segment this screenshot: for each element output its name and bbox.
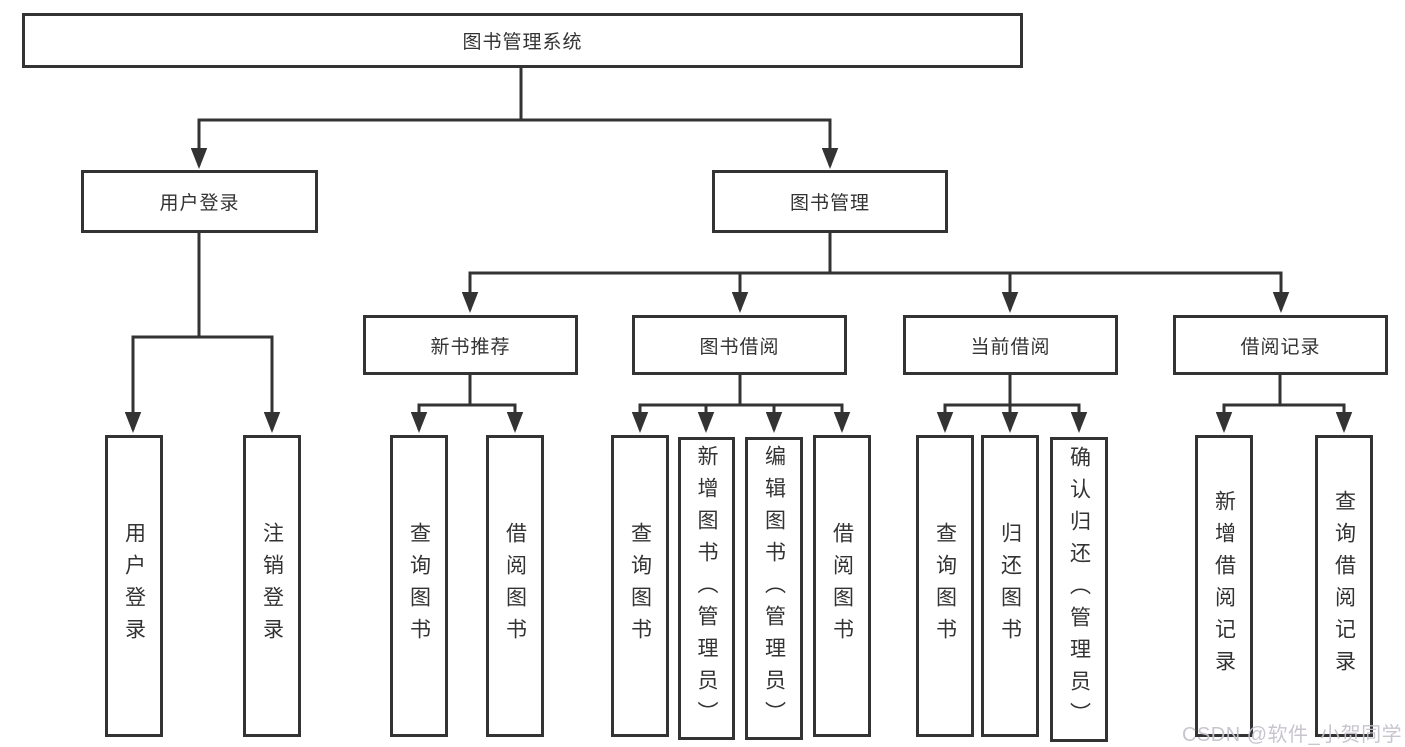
leaf-query-borrow-record-label: 查询借阅记录 — [1332, 490, 1356, 682]
leaf-user-login: 用户登录 — [105, 435, 163, 737]
node-current-borrowing: 当前借阅 — [903, 315, 1118, 375]
leaf-user-login-label: 用户登录 — [122, 522, 146, 650]
leaf-return-books-label: 归还图书 — [998, 522, 1022, 650]
leaf-query-borrow-record: 查询借阅记录 — [1315, 435, 1373, 737]
leaf-add-book-admin: 新增图书（管理员） — [678, 437, 735, 740]
node-book-borrowing-label: 图书借阅 — [699, 336, 780, 358]
leaf-borrow-books-borrow-label: 借阅图书 — [830, 522, 854, 650]
leaf-add-book-admin-label: 新增图书（管理员） — [695, 444, 718, 733]
leaf-add-borrow-record: 新增借阅记录 — [1195, 435, 1253, 737]
leaf-query-books-current: 查询图书 — [916, 435, 974, 737]
node-user-login-label: 用户登录 — [159, 193, 240, 214]
node-new-book-recommendation-label: 新书推荐 — [430, 336, 511, 358]
leaf-borrow-books-recommend-label: 借阅图书 — [503, 522, 527, 650]
node-root: 图书管理系统 — [22, 13, 1023, 68]
leaf-query-books-recommend: 查询图书 — [390, 435, 448, 737]
leaf-borrow-books-recommend: 借阅图书 — [486, 435, 544, 737]
leaf-query-books-borrow-label: 查询图书 — [628, 522, 652, 650]
node-book-borrowing: 图书借阅 — [632, 315, 847, 375]
node-current-borrowing-label: 当前借阅 — [970, 336, 1051, 358]
leaf-confirm-return-admin-label: 确认归还（管理员） — [1067, 445, 1091, 734]
node-new-book-recommendation: 新书推荐 — [363, 315, 578, 375]
node-book-management-label: 图书管理 — [789, 193, 870, 214]
leaf-query-books-current-label: 查询图书 — [933, 522, 957, 650]
leaf-add-borrow-record-label: 新增借阅记录 — [1212, 490, 1236, 682]
leaf-return-books: 归还图书 — [981, 435, 1039, 737]
leaf-logout: 注销登录 — [243, 435, 301, 737]
leaf-logout-label: 注销登录 — [260, 522, 284, 650]
leaf-edit-book-admin-label: 编辑图书（管理员） — [762, 444, 786, 733]
csdn-watermark: CSDN @软件_小贺同学 — [1182, 724, 1403, 746]
node-root-label: 图书管理系统 — [462, 32, 583, 53]
node-borrowing-records: 借阅记录 — [1173, 315, 1388, 375]
leaf-confirm-return-admin: 确认归还（管理员） — [1050, 437, 1108, 742]
node-borrowing-records-label: 借阅记录 — [1240, 336, 1321, 358]
leaf-query-books-recommend-label: 查询图书 — [407, 522, 431, 650]
node-book-management: 图书管理 — [712, 170, 948, 233]
leaf-borrow-books-borrow: 借阅图书 — [813, 435, 871, 737]
leaf-edit-book-admin: 编辑图书（管理员） — [745, 437, 803, 740]
node-user-login: 用户登录 — [81, 170, 318, 233]
leaf-query-books-borrow: 查询图书 — [611, 435, 669, 737]
